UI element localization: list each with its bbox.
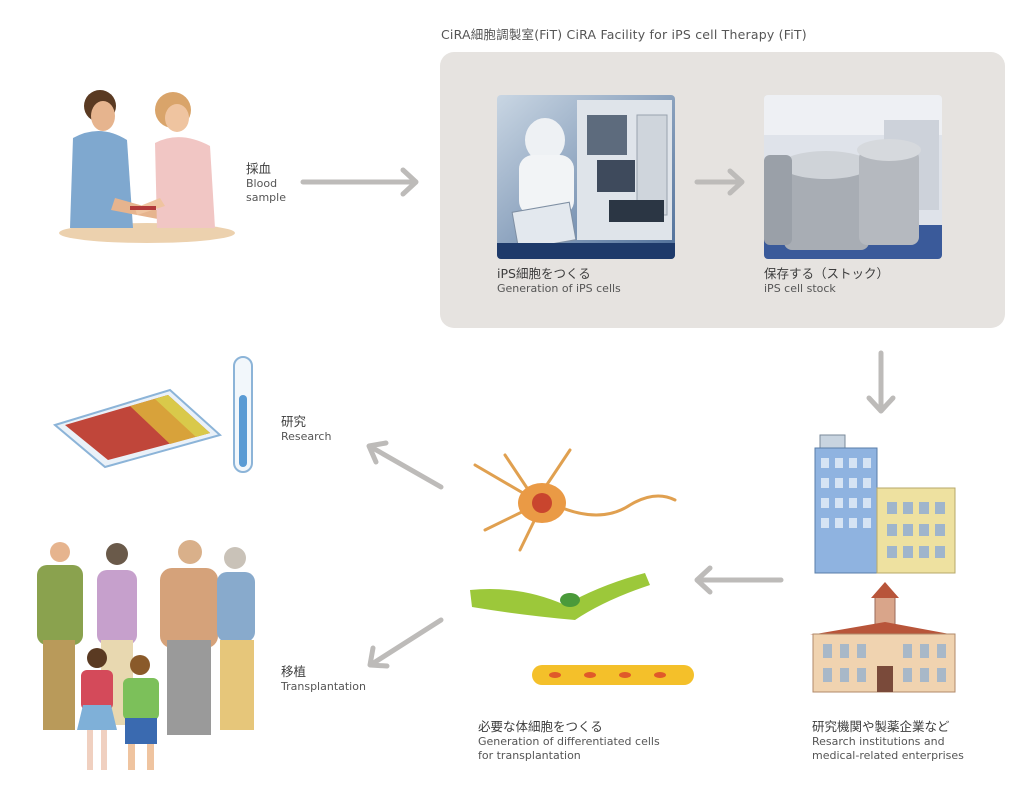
- arrow-cells-to-transplant: [367, 617, 444, 669]
- facility-title: CiRA細胞調製室(FiT) CiRA Facility for iPS cel…: [441, 27, 807, 42]
- cleanroom-photo: [497, 95, 675, 259]
- stock-label-jp: 保存する（ストック）: [764, 266, 890, 281]
- transplant-label-jp: 移植: [281, 664, 307, 679]
- research-label-jp: 研究: [281, 414, 307, 429]
- arrow-stock-to-institutions: [866, 350, 896, 414]
- transplant-label-en: Transplantation: [281, 680, 366, 693]
- research-label-en: Research: [281, 430, 332, 443]
- institutions-label-en1: Resarch institutions and: [812, 735, 945, 748]
- arrow-institutions-to-cells: [694, 565, 784, 595]
- ips-label-jp: iPS細胞をつくる: [497, 266, 591, 281]
- stock-tanks-photo: [764, 95, 942, 259]
- institutions-label-en2: medical-related enterprises: [812, 749, 964, 762]
- differentiated-label-en2: for transplantation: [478, 749, 581, 762]
- differentiated-cells-illustration: [460, 435, 705, 690]
- blood-label-jp: 採血: [246, 161, 272, 176]
- blood-sample-illustration: [55, 88, 240, 248]
- blood-label-en2: sample: [246, 191, 286, 204]
- research-illustration: [50, 355, 265, 475]
- differentiated-label-en1: Generation of differentiated cells: [478, 735, 660, 748]
- institutions-illustration: [805, 430, 965, 700]
- ips-label-en: Generation of iPS cells: [497, 282, 621, 295]
- blood-label-en1: Blood: [246, 177, 278, 190]
- neuron-cell: [473, 448, 677, 552]
- institutions-label-jp: 研究機関や製薬企業など: [812, 719, 950, 734]
- arrow-cells-to-research: [366, 440, 444, 490]
- arrow-ips-to-stock: [694, 168, 745, 196]
- differentiated-label-jp: 必要な体細胞をつくる: [478, 719, 603, 734]
- arrow-blood-to-ips: [300, 167, 419, 197]
- family-illustration: [25, 540, 265, 785]
- stock-label-en: iPS cell stock: [764, 282, 836, 295]
